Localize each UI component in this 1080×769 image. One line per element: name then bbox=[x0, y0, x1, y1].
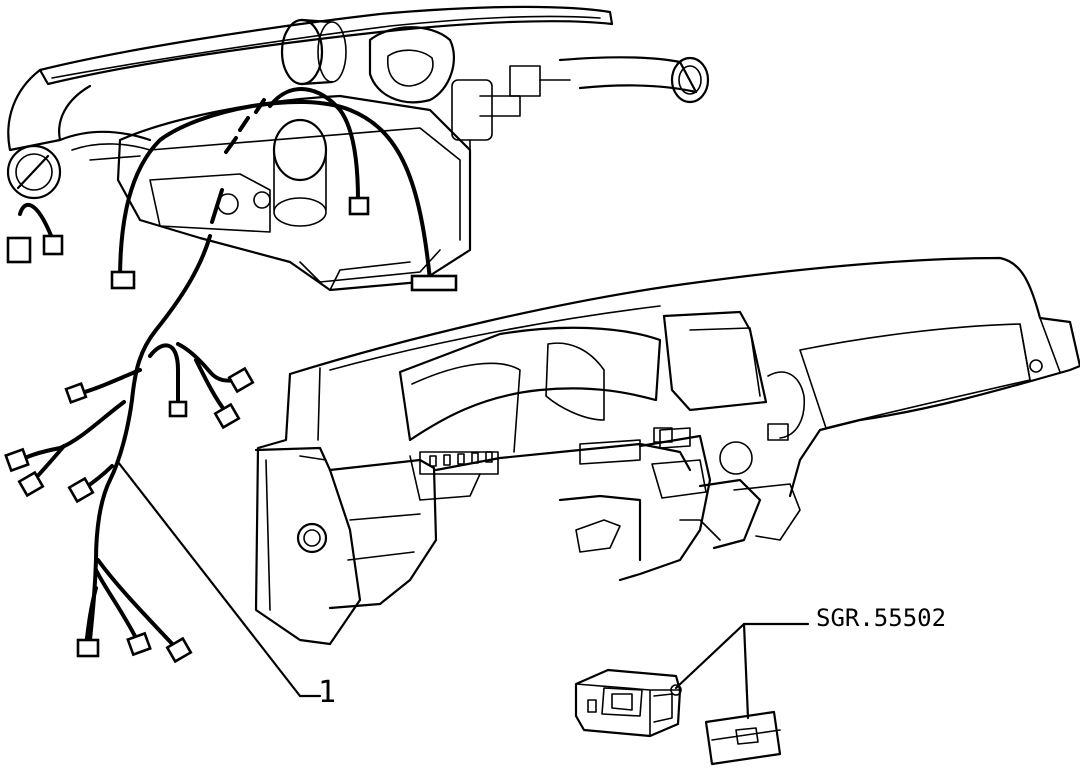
harness-dash-lines bbox=[224, 98, 266, 154]
connector bbox=[64, 382, 88, 404]
connector bbox=[227, 366, 255, 394]
leader-line-sgr bbox=[674, 622, 810, 690]
harness-upper-loop bbox=[118, 99, 432, 282]
leader-line-sgr-branch bbox=[742, 622, 750, 720]
heater-duct-assembly bbox=[6, 5, 710, 292]
connector bbox=[410, 274, 458, 292]
part-number-label: 1 bbox=[318, 675, 336, 710]
connector bbox=[348, 196, 370, 216]
connector bbox=[76, 638, 100, 658]
reference-code-label: SGR.55502 bbox=[816, 604, 946, 632]
leader-line-1 bbox=[116, 460, 322, 698]
module-connector-plate bbox=[704, 710, 782, 766]
harness-branch-top bbox=[268, 87, 360, 202]
connector bbox=[67, 476, 95, 504]
connector bbox=[6, 236, 32, 264]
connector bbox=[126, 631, 152, 657]
wiring-harness bbox=[4, 87, 458, 664]
harness-trunk bbox=[88, 234, 212, 642]
connector bbox=[42, 234, 64, 256]
connector bbox=[165, 636, 193, 664]
connector bbox=[213, 402, 241, 430]
connector bbox=[17, 470, 45, 498]
connector bbox=[110, 270, 136, 290]
dashboard-panel bbox=[254, 256, 1080, 646]
control-module bbox=[574, 668, 682, 738]
connector bbox=[4, 447, 30, 473]
connector bbox=[168, 400, 188, 418]
